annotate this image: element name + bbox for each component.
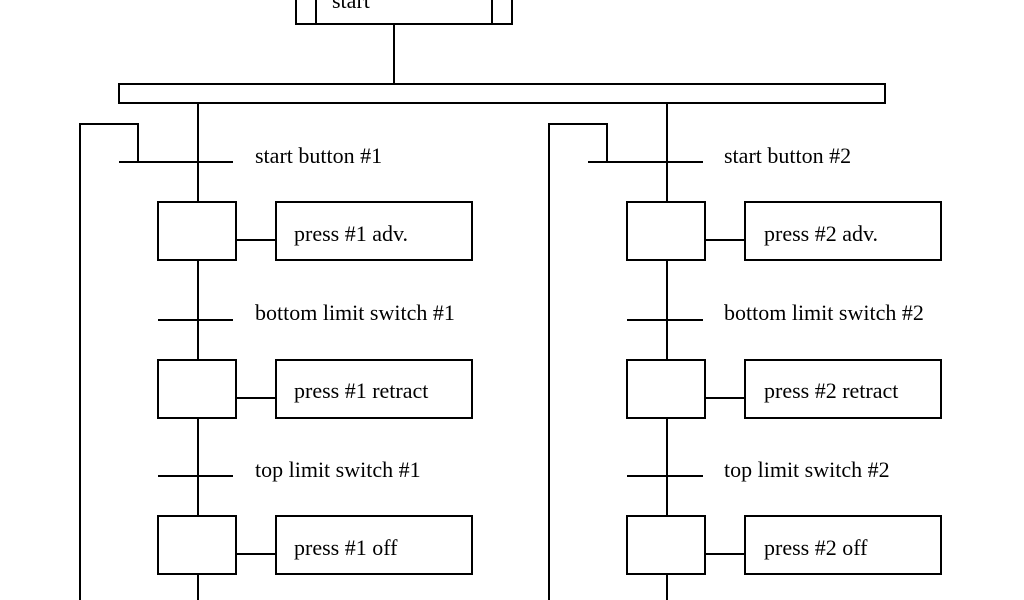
divergence-bar bbox=[118, 83, 886, 104]
initial-step: start bbox=[295, 0, 513, 25]
seq2-off-action-box bbox=[744, 515, 942, 575]
seq2-top-transition-label: top limit switch #2 bbox=[724, 457, 890, 482]
seq1-retract-action-label: press #1 retract bbox=[294, 378, 428, 403]
seq1-off-action-box bbox=[275, 515, 473, 575]
seq2-bottom-transition-label: bottom limit switch #2 bbox=[724, 300, 924, 325]
seq2-loop-back-line bbox=[548, 123, 608, 600]
seq1-loop-back-line bbox=[79, 123, 139, 600]
seq2-retract-action-box bbox=[744, 359, 942, 419]
seq1-advance-step bbox=[157, 201, 237, 261]
seq2-off-step bbox=[626, 515, 706, 575]
seq2-off-action-label: press #2 off bbox=[764, 535, 868, 560]
initial-step-label: start bbox=[332, 0, 370, 13]
seq1-advance-action-label: press #1 adv. bbox=[294, 221, 408, 246]
seq2-advance-action-label: press #2 adv. bbox=[764, 221, 878, 246]
seq2-advance-action-box bbox=[744, 201, 942, 261]
sequence-2: start button #2 press #2 adv. bottom lim… bbox=[548, 103, 942, 600]
seq2-advance-step bbox=[626, 201, 706, 261]
seq1-off-step bbox=[157, 515, 237, 575]
sequence-1: start button #1 press #1 adv. bottom lim… bbox=[79, 103, 473, 600]
seq1-retract-action-box bbox=[275, 359, 473, 419]
seq1-retract-step bbox=[157, 359, 237, 419]
seq1-top-transition-label: top limit switch #1 bbox=[255, 457, 421, 482]
seq2-retract-action-label: press #2 retract bbox=[764, 378, 898, 403]
seq2-retract-step bbox=[626, 359, 706, 419]
seq1-start-transition-label: start button #1 bbox=[255, 143, 382, 168]
seq1-bottom-transition-label: bottom limit switch #1 bbox=[255, 300, 455, 325]
initial-step-outer-box bbox=[295, 0, 513, 25]
seq2-start-transition-label: start button #2 bbox=[724, 143, 851, 168]
seq1-off-action-label: press #1 off bbox=[294, 535, 398, 560]
seq1-advance-action-box bbox=[275, 201, 473, 261]
